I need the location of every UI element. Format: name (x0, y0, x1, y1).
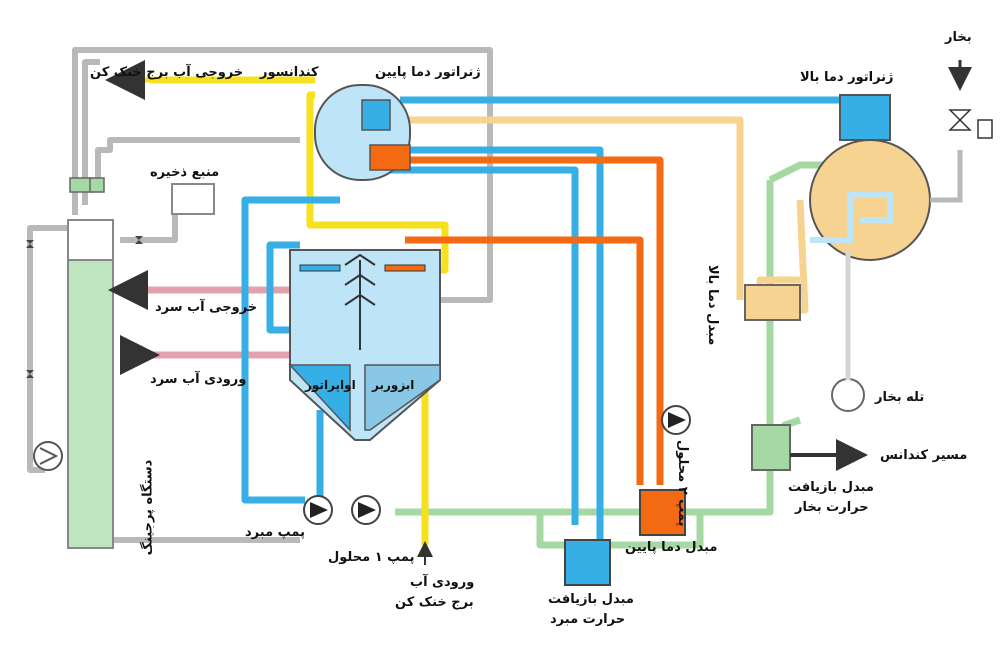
steam-trap-label: تله بخار (875, 390, 925, 405)
condenser-label: کندانسور (260, 65, 319, 80)
cooling-tower-inlet-label-2: برج خنک کن (395, 595, 474, 610)
solution-pump-2-label: پمپ ۲ محلول (675, 440, 690, 527)
high-temp-hx (744, 284, 801, 321)
steam-lines (395, 161, 830, 549)
strong-solution-lines (395, 156, 664, 485)
evaporator-absorber-shell (288, 249, 441, 441)
chilled-water-inlet-label: ورودی آب سرد (150, 372, 247, 387)
low-temp-generator-label: ژنراتور دما پایین (375, 65, 481, 80)
high-temp-generator (809, 94, 931, 261)
solution-pump-1 (351, 495, 381, 525)
low-temp-hx-label: مبدل دما پایین (625, 540, 718, 555)
evaporator-label: اواپراتور (305, 378, 356, 392)
steam-trap (831, 378, 865, 412)
purge-unit-label: دستگاه پرجینگ (140, 459, 156, 556)
refrigerant-pump (303, 495, 333, 525)
steam-label: بخار (945, 30, 972, 45)
reserve-tank-label: منبع ذخیره (150, 165, 220, 180)
condenser-water-outlet-label: خروجی آب برج خنک کن (90, 65, 244, 80)
condenser-generator-shell (314, 84, 411, 181)
reserve-tank (171, 183, 215, 215)
refrigerant-recovery-hx (564, 539, 611, 586)
low-temp-hx (639, 489, 686, 536)
steam-recovery-hx (751, 424, 791, 471)
steam-valve (930, 60, 993, 203)
purge-unit (67, 177, 114, 549)
refrigerant-hx-label-1: مبدل بازیافت (548, 592, 634, 607)
condensate-path-label: مسیر کندانس (880, 448, 968, 463)
high-temp-generator-label: ژنراتور دما بالا (800, 70, 894, 85)
refrigerant-pump-label: پمپ مبرد (245, 525, 305, 540)
steam-hx-label-2: حرارت بخار (795, 500, 869, 515)
high-temp-hx-label: مبدل دما بالا (705, 265, 720, 346)
absorber-label: ابزوربر (372, 378, 415, 392)
solution-pump-1-label: پمپ ۱ محلول (328, 550, 415, 565)
cooling-tower-inlet-label-1: ورودی آب (410, 575, 475, 590)
purge-lines (27, 47, 493, 543)
steam-hx-label-1: مبدل بازیافت (788, 480, 874, 495)
chilled-water-outlet-label: خروجی آب سرد (155, 300, 258, 315)
purge-valves (26, 236, 143, 378)
solution-pump-2 (661, 405, 691, 435)
purge-pump (33, 441, 63, 471)
refrigerant-hx-label-2: حرارت مبرد (550, 612, 626, 627)
